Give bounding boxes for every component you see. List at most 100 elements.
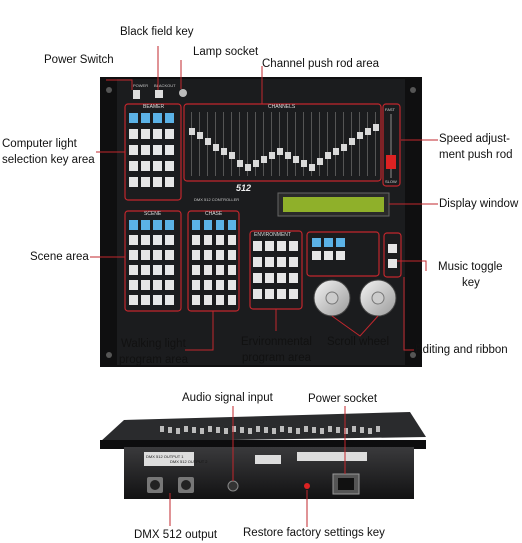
ribbon-key[interactable] <box>388 259 397 268</box>
chase-key[interactable] <box>216 250 224 260</box>
fader-cap[interactable] <box>245 164 251 171</box>
beamer-key[interactable] <box>141 113 150 123</box>
fader-cap[interactable] <box>285 152 291 159</box>
scene-key[interactable] <box>141 235 150 245</box>
chase-key[interactable] <box>192 250 200 260</box>
environment-key[interactable] <box>265 257 274 267</box>
chase-key[interactable] <box>204 220 212 230</box>
fader-cap[interactable] <box>269 152 275 159</box>
environment-key[interactable] <box>253 273 262 283</box>
fader-cap[interactable] <box>373 124 379 131</box>
chase-key[interactable] <box>216 280 224 290</box>
chase-key[interactable] <box>192 265 200 275</box>
environment-key[interactable] <box>277 273 286 283</box>
chase-key[interactable] <box>204 250 212 260</box>
environment-key[interactable] <box>277 289 286 299</box>
chase-key[interactable] <box>192 295 200 305</box>
beamer-key[interactable] <box>153 113 162 123</box>
fader-cap[interactable] <box>213 144 219 151</box>
chase-key[interactable] <box>228 250 236 260</box>
beamer-key[interactable] <box>129 145 138 155</box>
beamer-key[interactable] <box>141 161 150 171</box>
beamer-key[interactable] <box>141 129 150 139</box>
scene-key[interactable] <box>165 250 174 260</box>
beamer-key[interactable] <box>153 145 162 155</box>
scene-key[interactable] <box>129 265 138 275</box>
fader-cap[interactable] <box>261 156 267 163</box>
chase-key[interactable] <box>228 265 236 275</box>
music-toggle-key[interactable] <box>388 244 397 253</box>
beamer-key[interactable] <box>165 145 174 155</box>
fader-cap[interactable] <box>309 164 315 171</box>
fader-cap[interactable] <box>221 148 227 155</box>
fader-cap[interactable] <box>317 158 323 165</box>
fader-cap[interactable] <box>277 148 283 155</box>
scene-key[interactable] <box>141 265 150 275</box>
beamer-key[interactable] <box>165 129 174 139</box>
chase-key[interactable] <box>192 235 200 245</box>
environment-key[interactable] <box>289 273 298 283</box>
scene-key[interactable] <box>165 265 174 275</box>
fader-cap[interactable] <box>189 128 195 135</box>
fader-cap[interactable] <box>237 160 243 167</box>
chase-key[interactable] <box>204 280 212 290</box>
beamer-key[interactable] <box>141 145 150 155</box>
scene-key[interactable] <box>153 220 162 230</box>
lamp-socket[interactable] <box>179 89 187 97</box>
chase-key[interactable] <box>228 280 236 290</box>
chase-key[interactable] <box>216 220 224 230</box>
scene-key[interactable] <box>165 235 174 245</box>
audio-input-jack[interactable] <box>227 480 239 492</box>
beamer-key[interactable] <box>165 113 174 123</box>
fader-cap[interactable] <box>357 132 363 139</box>
beamer-key[interactable] <box>129 161 138 171</box>
scene-key[interactable] <box>141 250 150 260</box>
environment-key[interactable] <box>253 241 262 251</box>
chase-key[interactable] <box>228 235 236 245</box>
scene-key[interactable] <box>153 250 162 260</box>
scene-key[interactable] <box>153 280 162 290</box>
scene-key[interactable] <box>165 220 174 230</box>
chase-key[interactable] <box>192 280 200 290</box>
environment-key[interactable] <box>289 289 298 299</box>
chase-key[interactable] <box>216 295 224 305</box>
restore-factory-key[interactable] <box>304 483 310 489</box>
edit-key[interactable] <box>312 251 321 260</box>
fader-cap[interactable] <box>253 160 259 167</box>
scene-key[interactable] <box>141 280 150 290</box>
scene-key[interactable] <box>153 295 162 305</box>
chase-key[interactable] <box>204 295 212 305</box>
scene-key[interactable] <box>141 295 150 305</box>
edit-key[interactable] <box>324 251 333 260</box>
fader-cap[interactable] <box>333 148 339 155</box>
scene-key[interactable] <box>129 280 138 290</box>
scene-key[interactable] <box>153 265 162 275</box>
environment-key[interactable] <box>289 257 298 267</box>
scene-key[interactable] <box>129 220 138 230</box>
beamer-key[interactable] <box>153 161 162 171</box>
environment-key[interactable] <box>289 241 298 251</box>
chase-key[interactable] <box>204 265 212 275</box>
fader-cap[interactable] <box>229 152 235 159</box>
environment-key[interactable] <box>265 241 274 251</box>
beamer-key[interactable] <box>129 129 138 139</box>
edit-key[interactable] <box>336 251 345 260</box>
chase-key[interactable] <box>192 220 200 230</box>
fader-cap[interactable] <box>349 138 355 145</box>
fader-cap[interactable] <box>325 152 331 159</box>
chase-key[interactable] <box>228 295 236 305</box>
environment-key[interactable] <box>253 257 262 267</box>
scene-key[interactable] <box>129 250 138 260</box>
scene-key[interactable] <box>141 220 150 230</box>
fader-cap[interactable] <box>205 138 211 145</box>
fader-cap[interactable] <box>197 132 203 139</box>
scene-key[interactable] <box>129 295 138 305</box>
environment-key[interactable] <box>265 273 274 283</box>
speed-fader[interactable] <box>386 155 396 169</box>
fader-cap[interactable] <box>293 156 299 163</box>
environment-key[interactable] <box>265 289 274 299</box>
power-switch[interactable] <box>133 90 140 99</box>
scene-key[interactable] <box>165 295 174 305</box>
edit-key[interactable] <box>312 238 321 247</box>
beamer-key[interactable] <box>153 177 162 187</box>
